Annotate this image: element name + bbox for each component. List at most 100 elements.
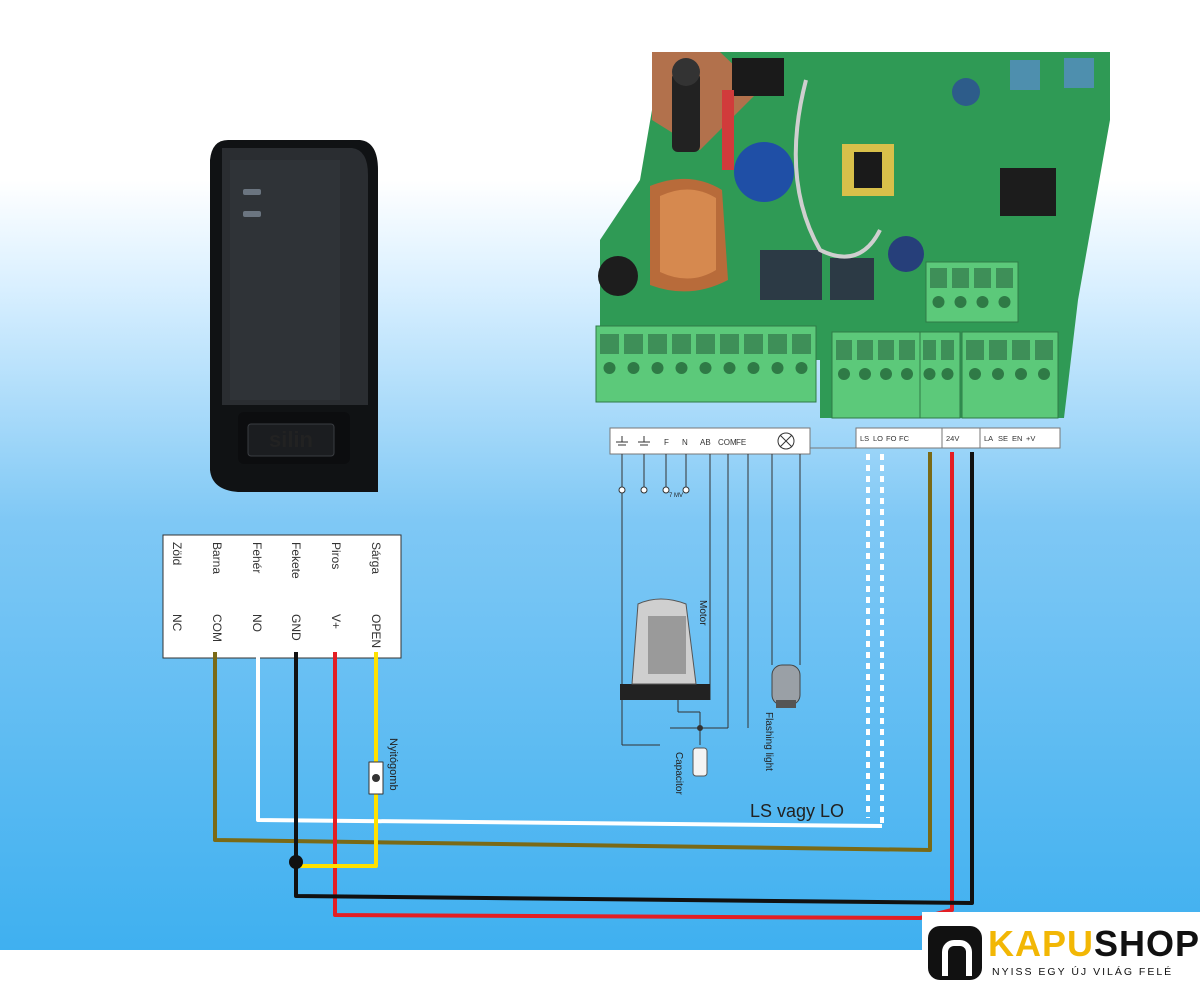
tb-left-screw-9	[795, 362, 808, 374]
tb-top-slot-4	[996, 268, 1013, 288]
wire-yellow	[296, 652, 378, 868]
reader-led-2	[243, 211, 261, 217]
tb-right-slot-3	[1012, 340, 1030, 360]
motor-label: Motor	[697, 600, 708, 626]
wire-color-label-2: Barna	[210, 542, 224, 574]
flashing-light-label: Flashing light	[763, 712, 774, 771]
tb-right-screw-2	[992, 368, 1004, 380]
strip-mid-label-3: FO	[886, 434, 897, 443]
tb-left-slot-8	[768, 334, 787, 354]
tb-top-screw-4	[998, 296, 1011, 308]
tb-right-slot-1	[966, 340, 984, 360]
tb-mid-screw-2	[859, 368, 871, 380]
tb-left-slot-1	[600, 334, 619, 354]
wire-brown	[213, 452, 932, 852]
junction-dot	[289, 855, 303, 869]
tb-left-screw-4	[675, 362, 688, 374]
tb-24v-slot-2	[941, 340, 954, 360]
tb-top-slot-2	[952, 268, 969, 288]
wire-red	[333, 452, 954, 920]
strip-mid-label-2: LO	[873, 434, 883, 443]
strip-right-label-2: SE	[998, 434, 1008, 443]
terminal-label-2: COM	[210, 614, 224, 642]
tb-24v-slot-1	[923, 340, 936, 360]
strip-right-label-4: +V	[1026, 434, 1035, 443]
tb-mid-slot-4	[899, 340, 915, 360]
flashing-light: Flashing light	[763, 664, 801, 771]
tb-left-slot-5	[696, 334, 715, 354]
lamp-symbol	[777, 432, 795, 450]
tb-left-screw-7	[747, 362, 760, 374]
tb-mid-slot-3	[878, 340, 894, 360]
kapushop-wordmark: KAPUSHOP	[988, 924, 1200, 964]
tb-top-screw-1	[932, 296, 945, 308]
wire-color-label-5: Piros	[329, 542, 343, 569]
tb-left-slot-9	[792, 334, 811, 354]
logo-shop: SHOP	[1094, 923, 1200, 964]
strip-right-label-3: EN	[1012, 434, 1022, 443]
wire-color-label-3: Fehér	[250, 542, 264, 573]
tb-left-screw-3	[651, 362, 664, 374]
tb-top-screw-3	[976, 296, 989, 308]
logo-tagline: NYISS EGY ÚJ VILÁG FELÉ	[992, 966, 1174, 978]
strip-mid-label-4: FC	[899, 434, 910, 443]
tb-left-slot-2	[624, 334, 643, 354]
wire-color-label-4: Fekete	[289, 542, 303, 579]
tb-right-screw-1	[969, 368, 981, 380]
reader-brand: silin	[269, 427, 313, 452]
tb-mid-slot-2	[857, 340, 873, 360]
strip-mid-label-1: LS	[860, 434, 869, 443]
wire-white	[256, 652, 883, 828]
strip-left-label-5: FE	[736, 438, 746, 447]
strip-24v-label-1: 24V	[946, 434, 959, 443]
capacitor-label: Capacitor	[673, 752, 684, 795]
tb-left-screw-6	[723, 362, 736, 374]
tb-top-slot-3	[974, 268, 991, 288]
wires	[213, 452, 974, 920]
ls-lo-annotation: LS vagy LO	[750, 801, 844, 821]
tb-top-slot-1	[930, 268, 947, 288]
tb-left-screw-1	[603, 362, 616, 374]
tb-left-screw-2	[627, 362, 640, 374]
strip-left-label-2: N	[682, 438, 688, 447]
tb-24v-screw-1	[923, 368, 936, 380]
supply-label: 7 MV	[669, 493, 683, 499]
rfid-reader: silin	[210, 140, 378, 492]
tb-right-screw-3	[1015, 368, 1027, 380]
tb-left-slot-6	[720, 334, 739, 354]
ground-symbols	[616, 436, 650, 446]
tb-24v-screw-2	[941, 368, 954, 380]
terminal-label-3: NO	[250, 614, 264, 632]
tb-mid-screw-3	[880, 368, 892, 380]
reader-led-1	[243, 189, 261, 195]
tb-left-slot-4	[672, 334, 691, 354]
strip-left-label-4: COM	[718, 438, 737, 447]
terminal-label-1: NC	[170, 614, 184, 632]
strip-right-label-1: LA	[984, 434, 993, 443]
reader-terminal-table: Zöld Barna Fehér Fekete Piros Sárga NC COM NO GN…	[162, 534, 402, 659]
terminal-label-4: GND	[289, 614, 303, 641]
strip-left-label-3: AB	[700, 438, 711, 447]
terminal-label-6: OPEN	[369, 614, 383, 648]
tb-right-screw-4	[1038, 368, 1050, 380]
wire-color-label-1: Zöld	[170, 542, 184, 565]
logo-kapu: KAPU	[988, 923, 1095, 964]
terminal-label-5: V+	[329, 614, 343, 629]
push-button-label: Nyitógomb	[387, 738, 399, 791]
tb-right-slot-4	[1035, 340, 1053, 360]
tb-right-slot-2	[989, 340, 1007, 360]
motor-circuit	[618, 454, 801, 746]
capacitor: Capacitor	[673, 747, 708, 795]
wire-color-label-6: Sárga	[369, 542, 383, 574]
kapushop-logo-icon	[928, 926, 982, 980]
tb-mid-slot-1	[836, 340, 852, 360]
motor: Motor	[620, 598, 710, 700]
tb-top-screw-2	[954, 296, 967, 308]
tb-left-slot-3	[648, 334, 667, 354]
tb-mid-screw-1	[838, 368, 850, 380]
wire-black	[294, 452, 974, 905]
tb-left-screw-5	[699, 362, 712, 374]
